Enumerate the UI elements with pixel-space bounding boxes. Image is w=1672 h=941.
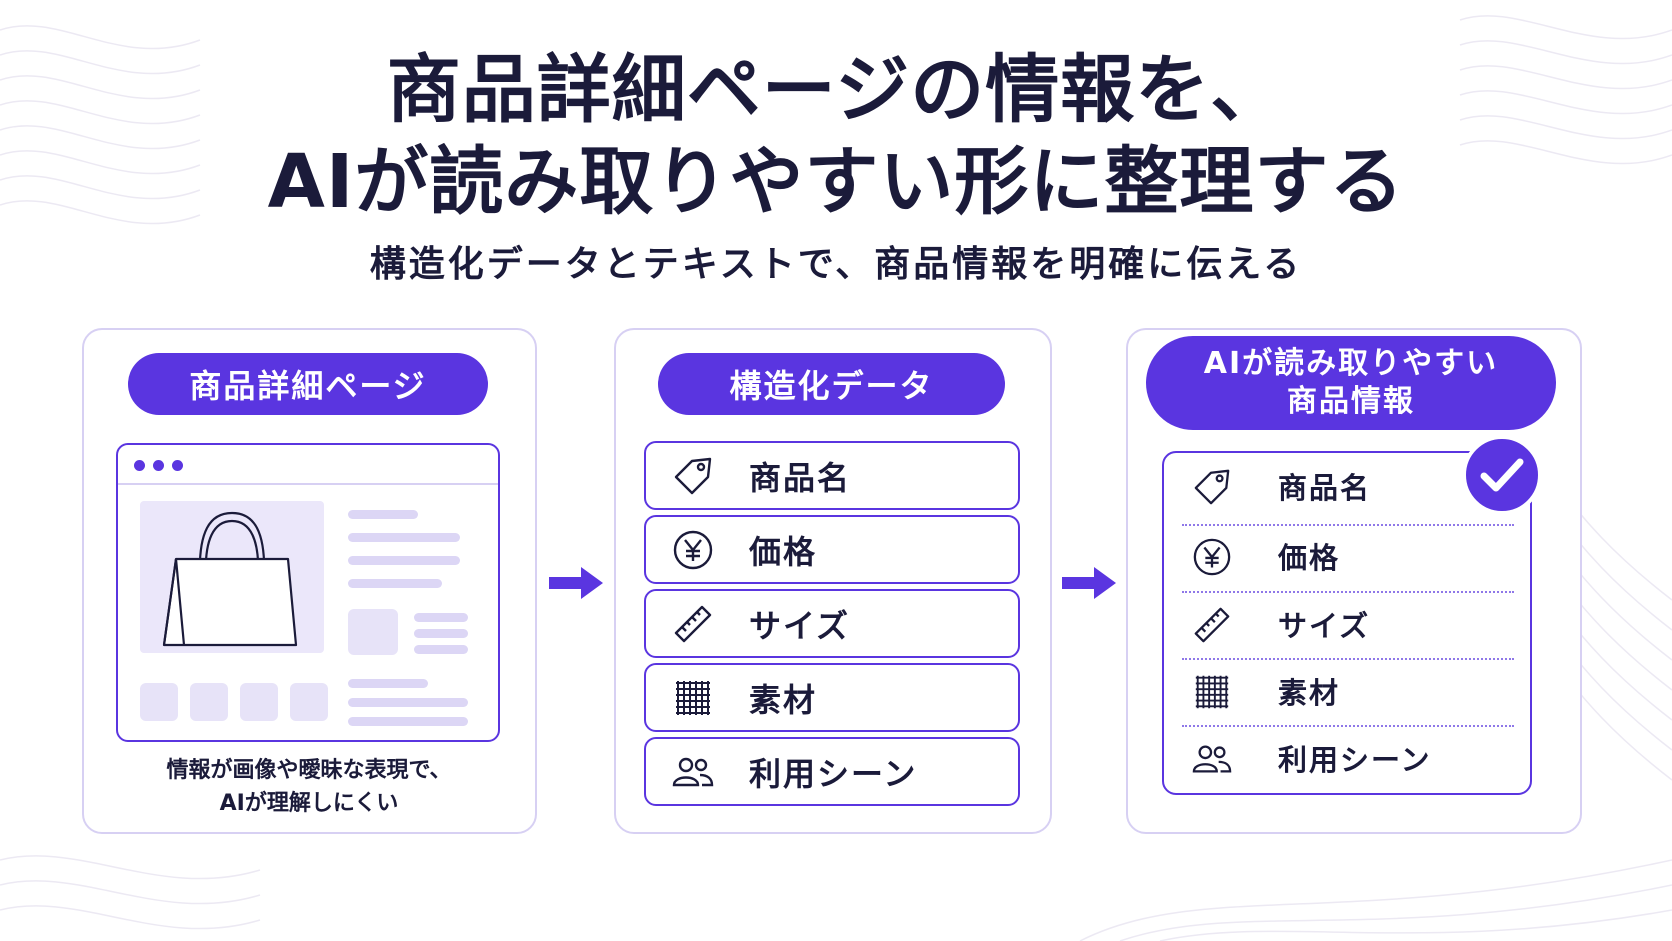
users-icon: [1192, 745, 1232, 773]
grid-icon: [1195, 675, 1229, 709]
window-dot: [172, 460, 183, 471]
card-row-label: 価格: [1278, 541, 1341, 575]
panel-product-page-caption: 情報が画像や曖昧な表現で、 AIが理解しにくい: [84, 754, 534, 820]
tag-icon: [674, 457, 712, 495]
structured-row-label: 価格: [749, 532, 818, 571]
page-subtitle: 構造化データとテキストで、商品情報を明確に伝える: [369, 244, 1303, 285]
users-icon: [672, 757, 714, 787]
grid-icon: [676, 681, 710, 715]
card-row-label: サイズ: [1278, 609, 1371, 643]
thumbnail-placeholder: [190, 683, 228, 721]
product-image-placeholder: [140, 501, 324, 653]
yen-icon: [673, 530, 713, 570]
dotted-separator: [1182, 591, 1514, 593]
structured-row-price: 価格: [644, 515, 1020, 584]
text-line-placeholder: [348, 698, 468, 707]
thumbnail-placeholder: [348, 609, 398, 655]
card-row-size: サイズ: [1182, 591, 1512, 657]
dotted-separator: [1182, 524, 1514, 526]
page-title: 商品詳細ページの情報を、 AIが読み取りやすい形に整理する: [0, 44, 1672, 228]
structured-row-label: 商品名: [749, 458, 852, 497]
structured-row-material: 素材: [644, 663, 1020, 732]
caption-line-1: 情報が画像や曖昧な表現で、: [166, 758, 452, 783]
text-line-placeholder: [348, 717, 468, 726]
structured-row-label: 素材: [749, 680, 818, 719]
panel-ai-readable-label: AIが読み取りやすい 商品情報: [1146, 336, 1556, 430]
ruler-icon: [1194, 607, 1230, 643]
structured-row-product-name: 商品名: [644, 441, 1020, 510]
arrow-right-icon: [1062, 567, 1116, 599]
checkmark-icon: [1480, 458, 1524, 492]
text-line-placeholder: [414, 613, 468, 622]
dotted-separator: [1182, 658, 1514, 660]
ai-readable-card: 商品名 価格 サイズ 素材: [1162, 451, 1532, 795]
text-line-placeholder: [348, 579, 442, 588]
card-row-label: 利用シーン: [1278, 743, 1432, 777]
thumbnail-placeholder: [290, 683, 328, 721]
card-row-price: 価格: [1182, 523, 1512, 589]
window-dot: [153, 460, 164, 471]
label-line-2: 商品情報: [1287, 384, 1415, 419]
structured-row-label: サイズ: [749, 606, 851, 645]
text-line-placeholder: [348, 679, 428, 688]
browser-topbar: [118, 445, 498, 485]
card-row-product-name: 商品名: [1182, 453, 1512, 519]
ruler-icon: [674, 605, 712, 643]
tag-icon: [1194, 469, 1230, 505]
text-line-placeholder: [348, 510, 418, 519]
structured-row-size: サイズ: [644, 589, 1020, 658]
yen-icon: [1193, 538, 1231, 576]
structured-row-usage: 利用シーン: [644, 737, 1020, 806]
caption-line-2: AIが理解しにくい: [219, 791, 399, 816]
bag-icon: [162, 511, 298, 647]
card-row-label: 商品名: [1278, 471, 1372, 505]
text-line-placeholder: [348, 533, 460, 542]
thumbnail-placeholder: [140, 683, 178, 721]
card-row-material: 素材: [1182, 658, 1512, 724]
card-row-label: 素材: [1278, 676, 1341, 710]
window-dot: [134, 460, 145, 471]
thumbnail-placeholder: [240, 683, 278, 721]
dotted-separator: [1182, 725, 1514, 727]
panel-structured-data-label: 構造化データ: [658, 353, 1005, 415]
title-line-2: AIが読み取りやすい形に整理する: [267, 139, 1405, 225]
text-line-placeholder: [414, 645, 468, 654]
card-row-usage: 利用シーン: [1182, 725, 1512, 791]
label-line-1: AIが読み取りやすい: [1203, 346, 1499, 381]
text-line-placeholder: [414, 629, 468, 638]
structured-row-label: 利用シーン: [749, 754, 918, 793]
panel-product-page-label: 商品詳細ページ: [128, 353, 488, 415]
browser-window-illustration: [116, 443, 500, 742]
text-line-placeholder: [348, 556, 460, 565]
arrow-right-icon: [549, 567, 603, 599]
checkmark-badge: [1462, 435, 1542, 515]
title-line-1: 商品詳細ページの情報を、: [386, 47, 1286, 133]
